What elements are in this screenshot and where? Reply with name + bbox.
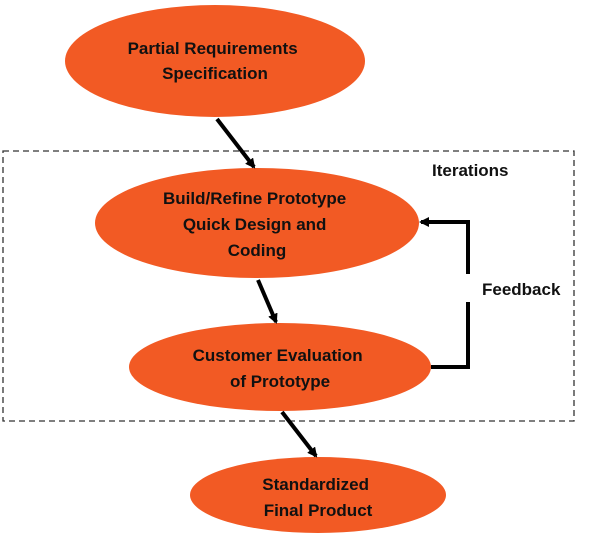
prototype-node: Build/Refine Prototype Quick Design and … bbox=[95, 168, 419, 278]
iterations-boundary bbox=[2, 150, 575, 422]
arrow-evaluation-to-final bbox=[280, 410, 318, 458]
prototype-line-2: Quick Design and bbox=[183, 215, 327, 234]
arrow-requirements-to-prototype bbox=[215, 117, 256, 169]
svg-text:Standardized Final Produ: Standardized Final Product bbox=[262, 475, 373, 520]
svg-text:Build/Refine Prototype Q: Build/Refine Prototype Quick Design and … bbox=[163, 189, 351, 260]
arrow-prototype-to-evaluation bbox=[256, 279, 278, 324]
final-node: Standardized Final Product bbox=[190, 457, 446, 533]
requirements-line-1: Partial Requirements bbox=[128, 39, 298, 58]
feedback-arrow bbox=[419, 217, 470, 369]
final-ellipse bbox=[190, 457, 446, 533]
prototype-line-1: Build/Refine Prototype bbox=[163, 189, 346, 208]
requirements-line-2: Specification bbox=[162, 64, 268, 83]
iterations-label: Iterations bbox=[432, 161, 509, 180]
evaluation-line-2: of Prototype bbox=[230, 372, 330, 391]
svg-text:Customer Evaluation of P: Customer Evaluation of Prototype bbox=[193, 346, 368, 391]
feedback-label: Feedback bbox=[482, 280, 561, 299]
feedback-label-bg bbox=[462, 274, 566, 302]
prototype-line-3: Coding bbox=[228, 241, 287, 260]
evaluation-node: Customer Evaluation of Prototype bbox=[129, 323, 431, 411]
requirements-ellipse bbox=[65, 5, 365, 117]
requirements-node: Partial Requirements Specification bbox=[65, 5, 365, 117]
prototype-ellipse bbox=[95, 168, 419, 278]
evaluation-ellipse bbox=[129, 323, 431, 411]
evaluation-line-1: Customer Evaluation bbox=[193, 346, 363, 365]
final-line-2: Final Product bbox=[264, 501, 373, 520]
svg-text:Partial Requirements Spe: Partial Requirements Specification bbox=[128, 39, 303, 83]
final-line-1: Standardized bbox=[262, 475, 369, 494]
